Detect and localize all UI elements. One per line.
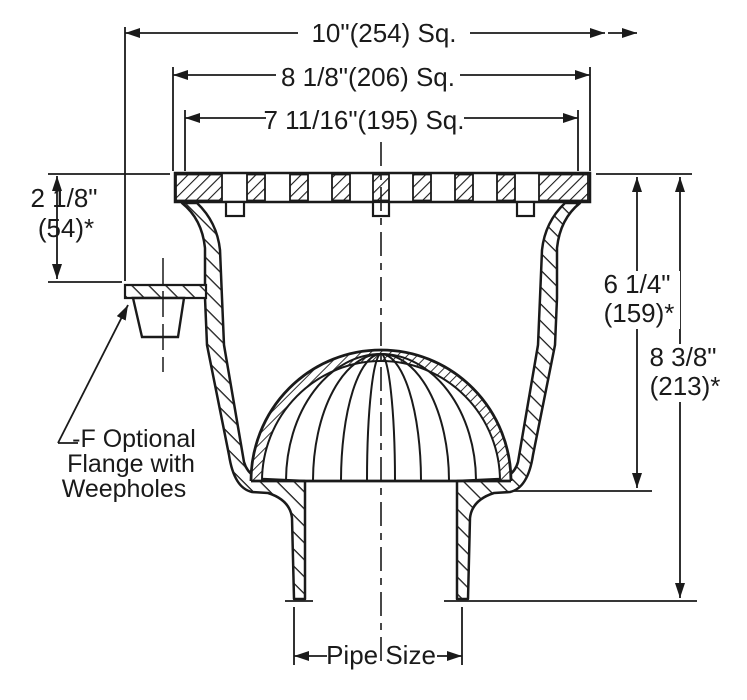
grate-cell xyxy=(412,173,432,202)
grate-lug xyxy=(224,200,246,218)
grate-cell xyxy=(538,173,589,202)
dim-label-6-1-4in: 6 1/4" xyxy=(603,269,670,299)
grate-hatch-cells xyxy=(175,173,589,202)
dome-outer-arc xyxy=(249,348,513,482)
dome-inner-arc xyxy=(261,360,501,482)
dome-ribs xyxy=(285,353,477,481)
dim-label-159mm: (159)* xyxy=(604,298,675,328)
grate-cell xyxy=(454,173,474,202)
weephole-lug xyxy=(131,296,186,339)
dimension-text-backers xyxy=(266,16,728,669)
body-wall-right xyxy=(455,201,582,601)
grate-cell xyxy=(246,173,266,202)
leader-arrow xyxy=(57,304,129,444)
dim-label-213mm: (213)* xyxy=(650,371,721,401)
note-flange-line3: Weepholes xyxy=(62,475,187,503)
top-grate xyxy=(173,171,592,218)
grate-cell xyxy=(496,173,516,202)
grate-cell xyxy=(289,173,309,202)
drain-body xyxy=(180,201,582,601)
dim-label-7-11-16in: 7 11/16"(195) Sq. xyxy=(264,105,465,135)
dim-label-8-3-8in: 8 3/8" xyxy=(649,342,716,372)
dim-label-10in: 10"(254) Sq. xyxy=(311,18,456,48)
optional-flange xyxy=(123,258,208,372)
dome-strainer xyxy=(249,348,513,483)
note-flange-line2: Flange with xyxy=(67,450,195,478)
dimension-texts: 10"(254) Sq. 8 1/8"(206) Sq. 7 11/16"(19… xyxy=(30,18,720,670)
body-wall-left xyxy=(180,201,307,601)
grate-lugs xyxy=(224,200,536,218)
grate-cell xyxy=(175,173,223,202)
flange-leader xyxy=(57,304,129,444)
dim-label-8-1-8in: 8 1/8"(206) Sq. xyxy=(281,62,455,92)
grate-cell xyxy=(331,173,351,202)
note-flange-line1: -F Optional xyxy=(72,425,196,453)
flange-strip xyxy=(123,283,208,300)
dim-label-54mm: (54)* xyxy=(38,213,94,243)
dim-label-2-1-8in: 2 1/8" xyxy=(30,183,97,213)
grate-lug xyxy=(515,200,536,218)
